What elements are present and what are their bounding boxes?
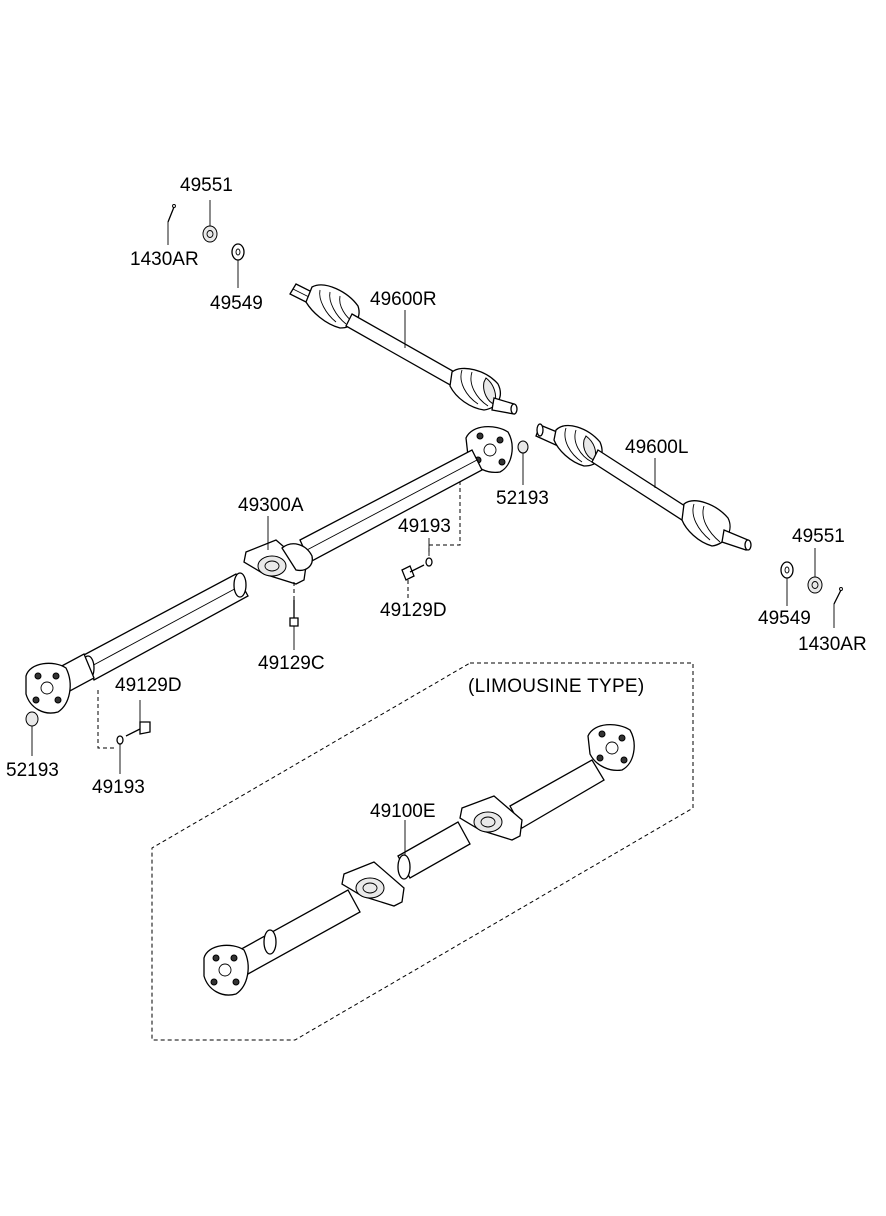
cotter-pin-icon [833, 587, 843, 605]
bolt-icon [125, 721, 151, 737]
part-label-49300a: 49300A [238, 495, 304, 516]
part-label-52193-right: 52193 [496, 488, 549, 509]
washer-icon [425, 557, 433, 567]
part-label-49549-right: 49549 [758, 608, 811, 629]
propeller-shaft-49100e [203, 724, 635, 996]
part-label-49600r: 49600R [370, 289, 437, 310]
washer-icon [780, 561, 794, 579]
part-label-49100e: 49100E [370, 801, 436, 822]
part-label-49551-right: 49551 [792, 526, 845, 547]
nut-icon [25, 711, 39, 727]
part-label-1430ar-top: 1430AR [130, 249, 199, 270]
castle-nut-icon [202, 225, 218, 243]
part-label-49193-mid: 49193 [398, 516, 451, 537]
bolt-icon [401, 564, 425, 581]
part-label-49129d-mid: 49129D [380, 600, 447, 621]
washer-icon [116, 735, 124, 745]
part-label-49549-top: 49549 [210, 293, 263, 314]
part-label-49600l: 49600L [625, 437, 689, 458]
drive-shaft-49600r [289, 283, 518, 415]
cotter-pin-icon [167, 204, 176, 223]
limousine-type-enclosure [151, 662, 694, 1041]
washer-icon [231, 243, 245, 261]
part-label-49129d-left: 49129D [115, 675, 182, 696]
bolt-icon [289, 600, 299, 627]
drive-shaft-49600l [535, 423, 752, 551]
nut-icon [517, 440, 529, 454]
limousine-type-heading: (LIMOUSINE TYPE) [468, 676, 645, 697]
part-label-1430ar-right: 1430AR [798, 634, 867, 655]
part-label-49129c: 49129C [258, 653, 325, 674]
castle-nut-icon [807, 576, 823, 594]
propeller-shaft-49300a [25, 426, 513, 714]
part-label-49193-left: 49193 [92, 777, 145, 798]
part-label-52193-left: 52193 [6, 760, 59, 781]
part-label-49551-top: 49551 [180, 175, 233, 196]
